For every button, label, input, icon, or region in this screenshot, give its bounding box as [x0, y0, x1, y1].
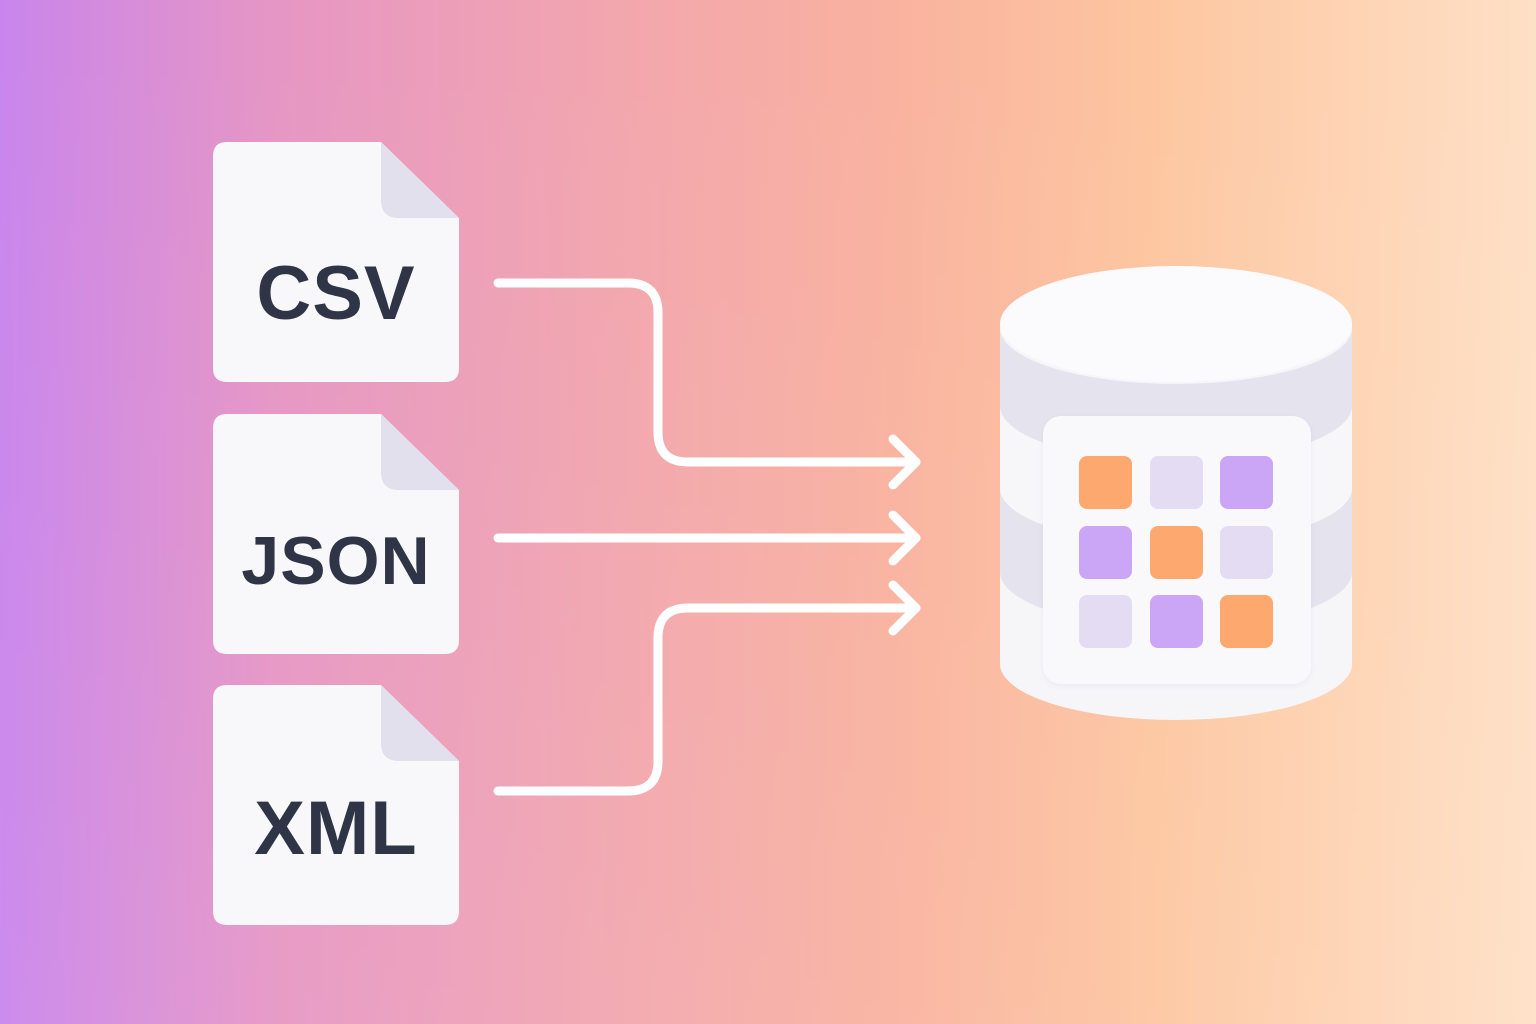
- file-label-json: JSON: [241, 523, 431, 599]
- file-icon: [213, 414, 459, 654]
- file-icon: [213, 142, 459, 382]
- grid-cell: [1150, 456, 1203, 509]
- xml-arrow-head-icon: [888, 580, 921, 636]
- json-file-card: JSON: [213, 414, 459, 654]
- file-label-xml: XML: [254, 786, 418, 871]
- csv-arrow-head-icon: [888, 434, 921, 490]
- grid-cell: [1079, 595, 1132, 648]
- grid-cell: [1220, 595, 1273, 648]
- csv-connector: [493, 278, 921, 467]
- file-label-csv: CSV: [256, 251, 416, 336]
- json-arrow-head-icon: [888, 510, 921, 566]
- grid-cell: [1079, 456, 1132, 509]
- table-grid-icon: [1043, 416, 1311, 684]
- xml-file-card: XML: [213, 685, 459, 925]
- grid-cell: [1079, 526, 1132, 579]
- grid-cell: [1220, 526, 1273, 579]
- xml-connector: [493, 603, 921, 796]
- file-icon: [213, 685, 459, 925]
- grid-cell: [1220, 456, 1273, 509]
- grid-cell: [1150, 595, 1203, 648]
- grid-cell: [1150, 526, 1203, 579]
- csv-file-card: CSV: [213, 142, 459, 382]
